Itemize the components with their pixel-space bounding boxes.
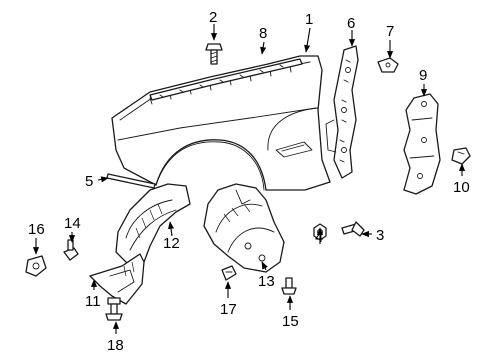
callout-14: 14: [64, 215, 81, 232]
callout-16: 16: [28, 221, 45, 238]
clip-18-icon: [105, 297, 123, 321]
fender-bracket: [325, 45, 359, 179]
callout-9: 9: [419, 67, 427, 84]
callout-15: 15: [282, 313, 299, 330]
callout-18: 18: [107, 337, 124, 354]
fender-moulding: [149, 58, 303, 101]
clip-17-icon: [221, 265, 237, 281]
callout-7: 7: [386, 23, 394, 40]
wheelhouse-seal: [403, 93, 441, 195]
bolt-2-icon: [205, 43, 223, 65]
callout-1: 1: [305, 11, 313, 28]
callout-13: 13: [258, 273, 275, 290]
leader-line-13: [261, 261, 268, 271]
callout-6: 6: [347, 15, 355, 32]
front-fender: [111, 55, 331, 191]
callout-4: 4: [315, 229, 323, 246]
screw-15-icon: [281, 277, 297, 295]
callout-2: 2: [209, 9, 217, 26]
callout-17: 17: [220, 301, 237, 318]
callout-5: 5: [85, 173, 93, 190]
callout-8: 8: [259, 25, 267, 42]
clip-7-icon: [377, 57, 399, 73]
callout-11: 11: [85, 293, 101, 310]
callout-12: 12: [163, 235, 180, 252]
leader-line-5: [97, 176, 109, 183]
grommet-16-icon: [25, 255, 47, 277]
lower-splash-shield: [89, 253, 145, 305]
leader-line-12: [167, 221, 175, 237]
callout-3: 3: [376, 227, 384, 244]
rear-fender-liner: [203, 183, 285, 273]
bolt-3-icon: [341, 221, 365, 237]
callout-10: 10: [453, 179, 470, 196]
leader-line-1: [304, 27, 311, 53]
screw-14-icon: [63, 239, 79, 261]
leader-line-8: [260, 41, 267, 55]
clip-10-icon: [451, 147, 471, 165]
front-fender-liner: [115, 183, 191, 265]
